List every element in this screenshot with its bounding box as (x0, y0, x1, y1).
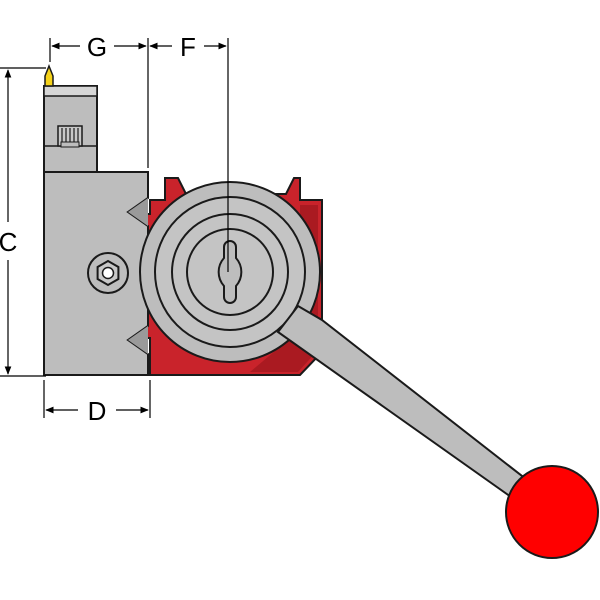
dim-label-f: F (180, 32, 196, 62)
holder-dovetail-face (128, 198, 148, 354)
dim-label-g: G (87, 32, 107, 62)
tool-holder (43, 85, 149, 376)
cutting-insert-icon (44, 63, 54, 87)
holder-upper-cap (43, 85, 98, 97)
lever-knob (505, 465, 599, 559)
dimension-lines (0, 38, 229, 418)
rotary-collar (139, 181, 321, 363)
lever-handle (276, 304, 599, 559)
dim-label-d: D (88, 396, 107, 426)
knurled-adjuster-icon (57, 125, 83, 148)
hex-socket-screw-icon (87, 252, 129, 294)
center-keyed-bore (217, 240, 243, 304)
lever-arm (276, 304, 533, 499)
dim-label-c: C (0, 227, 17, 257)
